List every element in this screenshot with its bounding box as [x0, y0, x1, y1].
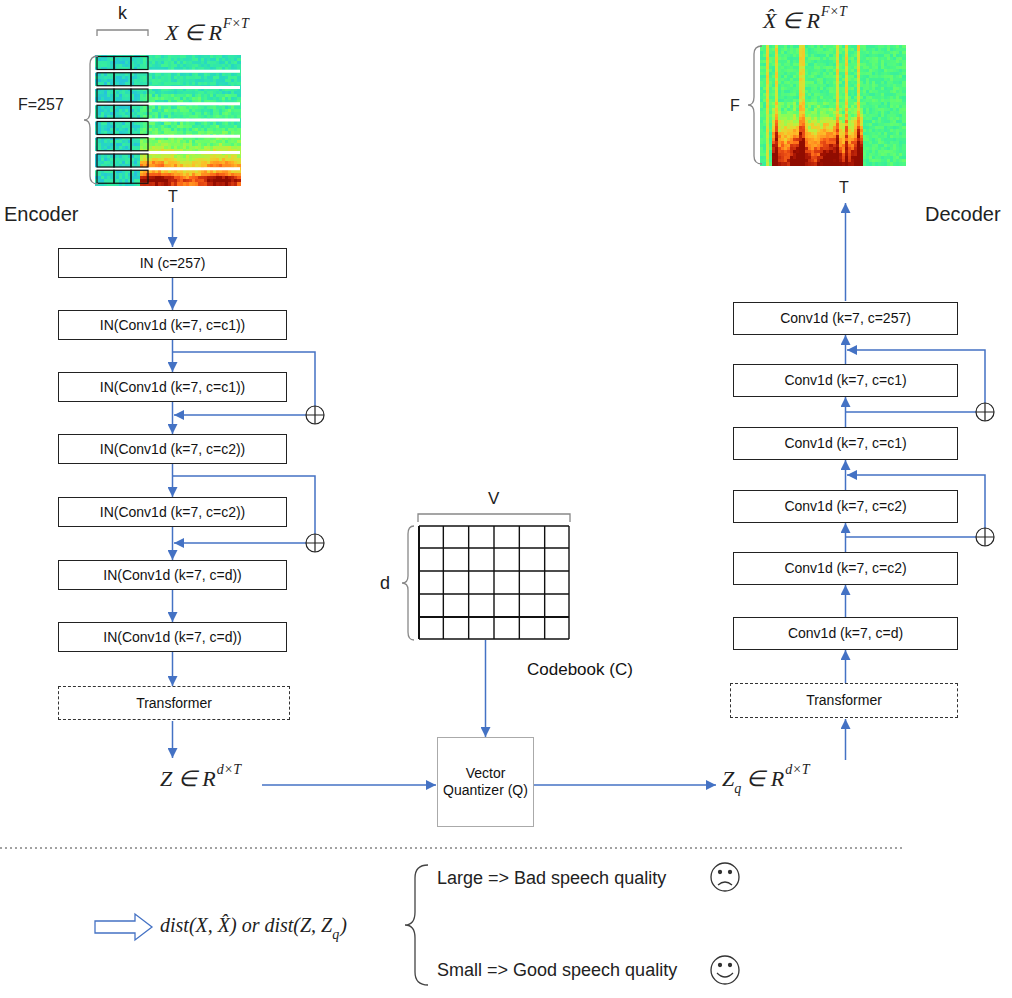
input-spectrogram	[95, 55, 241, 186]
